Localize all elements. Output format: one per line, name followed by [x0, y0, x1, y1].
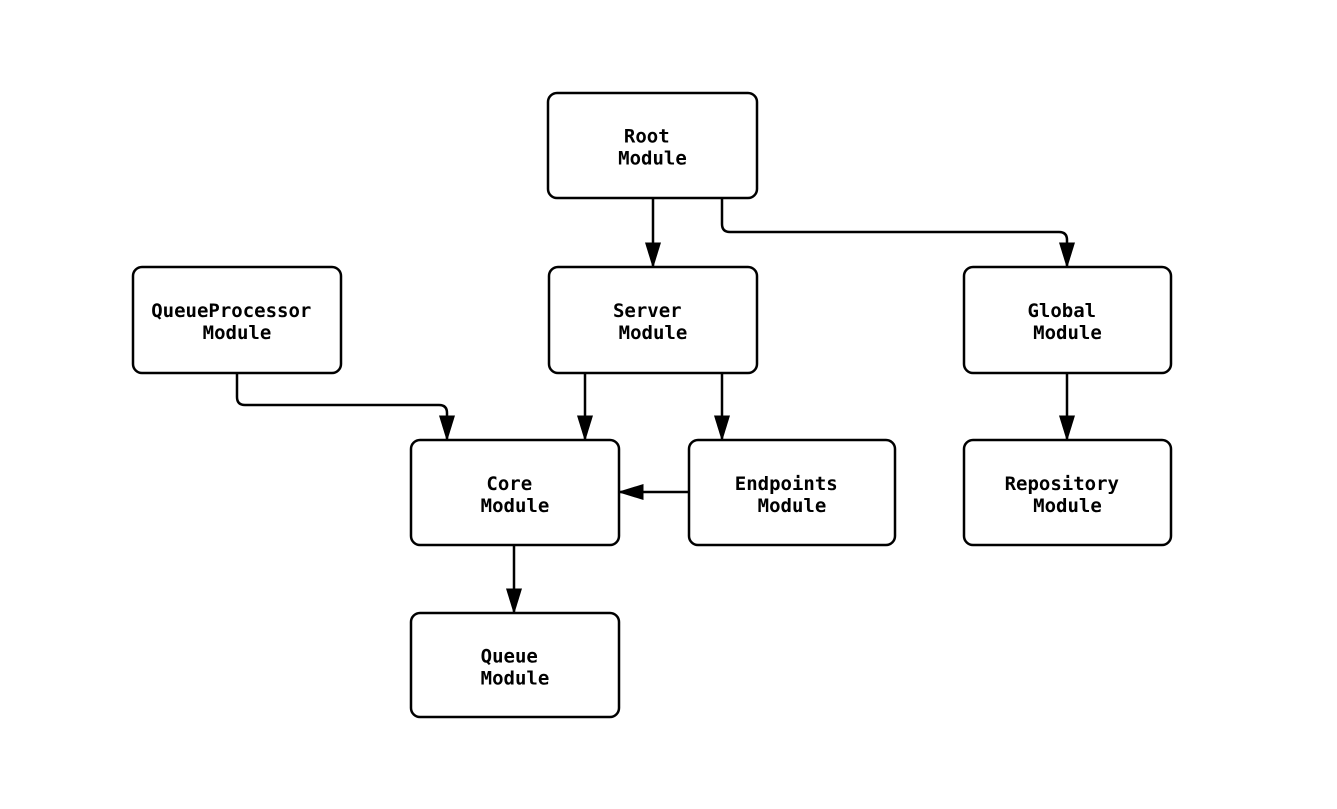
node-repository-label: Repository Module [1005, 473, 1131, 517]
node-server-box [547, 265, 759, 375]
node-queueprocessor-label: QueueProcessor Module [151, 300, 323, 344]
edge-root-to-global [720, 198, 1075, 269]
node-endpoints-box [687, 438, 897, 547]
node-global-box [962, 265, 1173, 375]
node-server-label: Server Module [613, 300, 693, 344]
node-endpoints-label: Endpoints Module [735, 473, 849, 517]
node-global: Global Module [962, 265, 1173, 375]
node-core-box [409, 438, 621, 547]
node-root-box [546, 91, 759, 200]
node-queue: Queue Module [409, 611, 621, 719]
node-core-label: Core Module [481, 473, 550, 517]
node-global-label: Global Module [1027, 300, 1107, 344]
node-queue-label: Queue Module [481, 646, 550, 690]
node-repository-box [962, 438, 1173, 547]
node-repository: Repository Module [962, 438, 1173, 547]
node-endpoints: Endpoints Module [687, 438, 897, 547]
node-core: Core Module [409, 438, 621, 547]
node-root: Root Module [546, 91, 759, 200]
node-queueprocessor-box [131, 265, 343, 375]
edge-queueprocessor-to-core [235, 373, 455, 442]
node-queueprocessor: QueueProcessor Module [131, 265, 343, 375]
node-queue-box [409, 611, 621, 719]
node-server: Server Module [547, 265, 759, 375]
nodes-layer: Root Module QueueProcessor Module Server… [131, 91, 1173, 719]
edges-layer [235, 198, 1075, 615]
node-root-label: Root Module [618, 126, 687, 170]
